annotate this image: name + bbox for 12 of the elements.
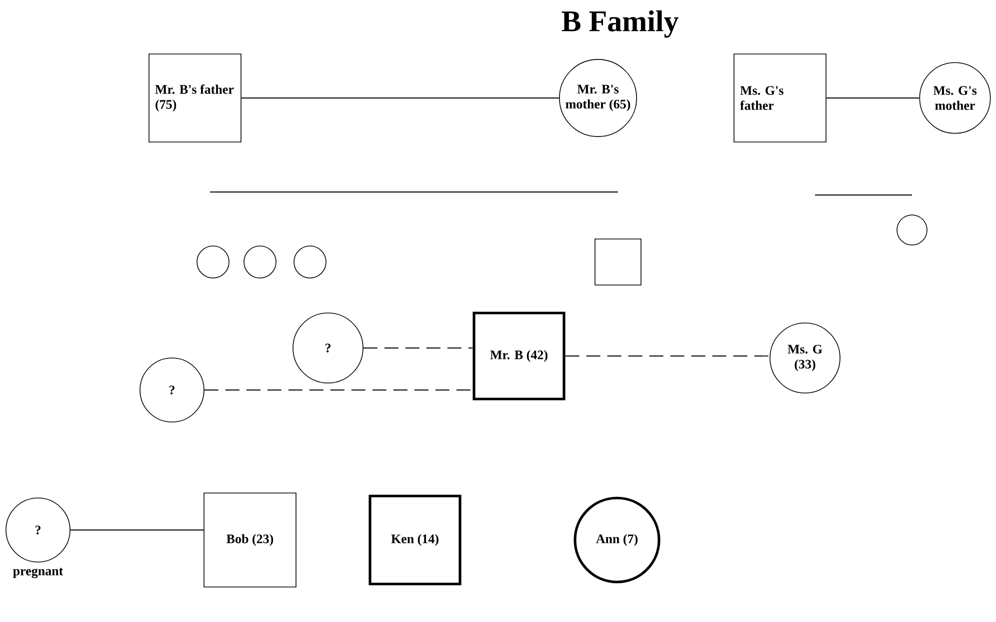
male-square: Ken (14): [368, 494, 462, 586]
male-square: [594, 238, 642, 286]
title: B Family: [562, 10, 678, 38]
female-circle: [294, 246, 326, 278]
male-square: Bob (23): [204, 492, 296, 588]
node-note: pregnant: [13, 568, 64, 578]
female-circle: [896, 214, 928, 246]
female-circle: [196, 246, 230, 278]
male-square: Mr. B (42): [472, 312, 566, 400]
male-square: Ms. G's father: [734, 54, 826, 142]
male-square: Mr. B's father (75): [148, 54, 242, 142]
female-circle: [244, 246, 276, 278]
